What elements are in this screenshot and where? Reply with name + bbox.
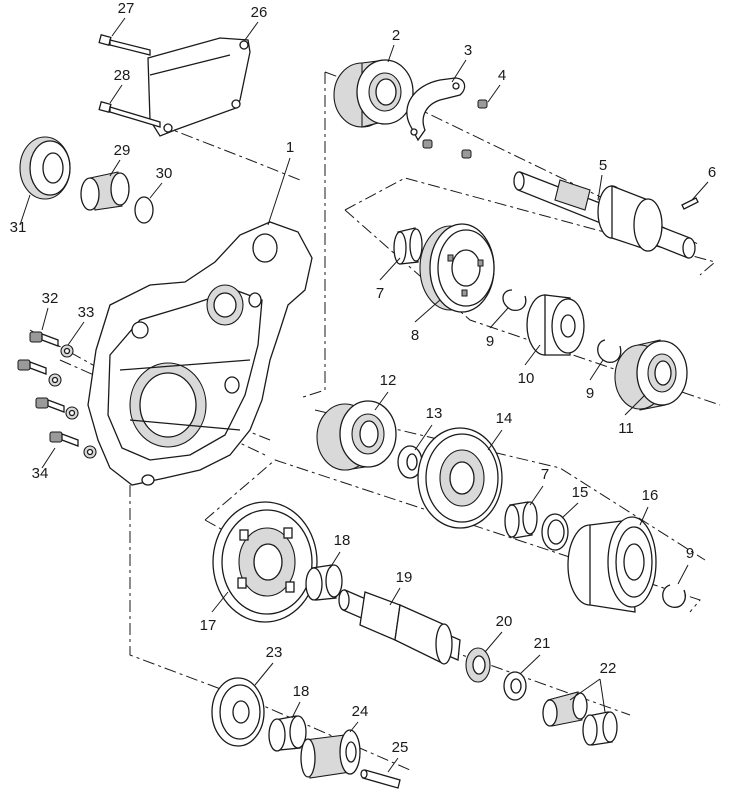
callout-18-upper: 18 — [334, 532, 351, 549]
needle-bearing-part-22 — [582, 711, 618, 746]
callout-8: 8 — [411, 327, 419, 344]
bearing-part-2 — [333, 59, 414, 128]
callout-14: 14 — [496, 410, 513, 427]
callout-25: 25 — [392, 739, 409, 756]
callout-30: 30 — [156, 165, 173, 182]
callout-21: 21 — [534, 635, 551, 652]
callout-10: 10 — [518, 370, 535, 387]
callout-16: 16 — [642, 487, 659, 504]
callout-1: 1 — [286, 139, 294, 156]
callout-9-mid: 9 — [586, 385, 594, 402]
callout-3: 3 — [464, 42, 472, 59]
gear-part-17 — [212, 501, 318, 623]
callout-9-top: 9 — [486, 333, 494, 350]
spacer-part-24 — [300, 729, 361, 779]
washer-part-15 — [541, 513, 569, 551]
washer-part-20 — [465, 647, 491, 683]
callout-24: 24 — [352, 703, 369, 720]
retaining-plate-part-3 — [406, 77, 466, 142]
oil-seal-part-31 — [19, 136, 71, 200]
washers-part-33 — [48, 344, 97, 459]
bolts-part-32 — [17, 331, 65, 413]
callout-33: 33 — [78, 304, 95, 321]
callout-6: 6 — [708, 164, 716, 181]
callout-26: 26 — [251, 4, 268, 21]
bushing-part-29 — [80, 171, 130, 211]
guard-plate-part-26 — [147, 37, 251, 137]
main-shaft-part-5 — [513, 171, 696, 259]
gear-part-8 — [419, 223, 495, 313]
bearing-part-12 — [316, 400, 397, 471]
callout-18-lower: 18 — [293, 683, 310, 700]
needle-bearing-part-18-upper — [305, 564, 343, 601]
gear-part-16 — [567, 516, 657, 613]
o-ring-part-30 — [134, 196, 154, 224]
callout-28: 28 — [114, 67, 131, 84]
washer-part-21 — [503, 671, 527, 701]
gear-part-14 — [417, 427, 503, 529]
callout-7-upper: 7 — [376, 285, 384, 302]
callout-32: 32 — [42, 290, 59, 307]
callout-7-lower: 7 — [541, 466, 549, 483]
pin-part-6 — [681, 197, 699, 210]
gear-part-23 — [211, 677, 265, 747]
callout-22: 22 — [600, 660, 617, 677]
callout-34: 34 — [32, 465, 49, 482]
callout-15: 15 — [572, 484, 589, 501]
leader-lines — [19, 17, 709, 773]
gearbox-cover-part-1 — [87, 221, 313, 486]
bushing-part-22 — [542, 691, 588, 727]
circlip-part-9-top — [502, 289, 527, 311]
circlip-part-9-low — [662, 584, 686, 608]
bolt-part-34 — [49, 431, 79, 447]
circlip-part-9-mid — [597, 339, 622, 363]
callout-12: 12 — [380, 372, 397, 389]
callout-17: 17 — [200, 617, 217, 634]
bolt-part-28 — [98, 101, 161, 128]
screws-part-4 — [422, 99, 488, 159]
pin-part-25 — [360, 769, 401, 789]
callout-4: 4 — [498, 67, 506, 84]
callout-2: 2 — [392, 27, 400, 44]
countershaft-part-19 — [338, 589, 461, 665]
callout-31: 31 — [10, 219, 27, 236]
callout-20: 20 — [496, 613, 513, 630]
needle-bearing-part-7-lower — [504, 501, 538, 539]
needle-bearing-part-7-upper — [393, 227, 423, 265]
callout-27: 27 — [118, 0, 135, 17]
callout-labels: 1 2 3 4 5 6 7 8 9 10 9 11 12 13 14 7 15 … — [10, 0, 717, 756]
bearing-part-11 — [614, 339, 688, 411]
callout-19: 19 — [396, 569, 413, 586]
bolt-part-27 — [98, 34, 151, 56]
needle-bearing-part-18-lower — [268, 715, 307, 752]
callout-5: 5 — [599, 157, 607, 174]
callout-13: 13 — [426, 405, 443, 422]
callout-29: 29 — [114, 142, 131, 159]
callout-23: 23 — [266, 644, 283, 661]
callout-9-low: 9 — [686, 545, 694, 562]
gear-part-10 — [526, 294, 585, 356]
callout-11: 11 — [618, 420, 634, 437]
